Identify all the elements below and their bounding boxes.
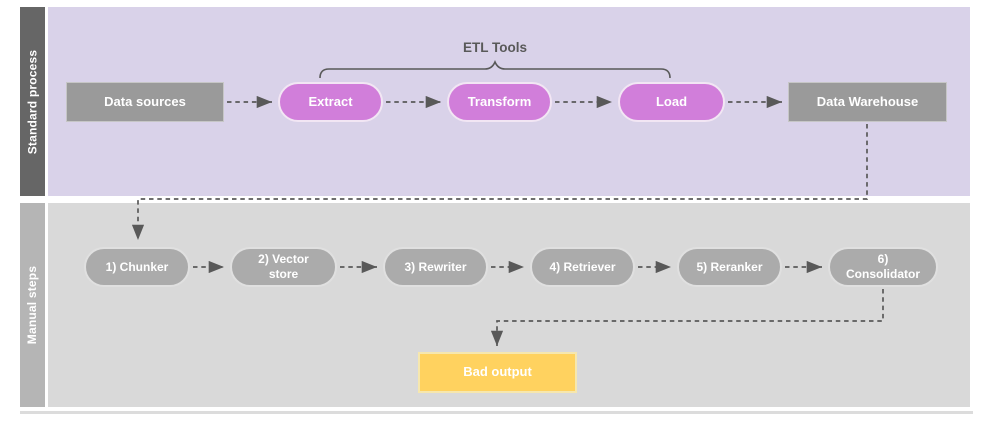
node-consolidator: 6) Consolidator <box>828 247 938 287</box>
node-extract: Extract <box>278 82 383 122</box>
lane-standard-process-bar: Standard process <box>20 7 45 196</box>
node-chunker-label: 1) Chunker <box>105 259 169 274</box>
diagram-bottom-divider <box>20 411 973 414</box>
node-bad-output-label: Bad output <box>463 364 532 380</box>
node-vector-store: 2) Vector store <box>230 247 337 287</box>
node-transform-label: Transform <box>467 93 532 109</box>
node-bad-output: Bad output <box>418 352 577 393</box>
node-reranker-label: 5) Reranker <box>696 259 763 274</box>
node-data-warehouse-label: Data Warehouse <box>816 93 919 109</box>
node-consolidator-label: 6) Consolidator <box>846 252 920 281</box>
lane-standard-process-label: Standard process <box>25 49 40 154</box>
node-rewriter: 3) Rewriter <box>383 247 488 287</box>
node-data-sources: Data sources <box>66 82 224 122</box>
node-extract-label: Extract <box>308 93 353 109</box>
node-load-label: Load <box>655 93 688 109</box>
node-rewriter-label: 3) Rewriter <box>404 259 467 274</box>
etl-tools-annotation: ETL Tools <box>463 40 527 55</box>
node-transform: Transform <box>447 82 552 122</box>
node-retriever: 4) Retriever <box>530 247 635 287</box>
node-retriever-label: 4) Retriever <box>549 259 616 274</box>
node-vector-store-label: 2) Vector store <box>258 252 309 281</box>
node-data-sources-label: Data sources <box>104 93 186 109</box>
node-chunker: 1) Chunker <box>84 247 190 287</box>
node-data-warehouse: Data Warehouse <box>788 82 947 122</box>
lane-manual-steps-bar: Manual steps <box>20 203 45 407</box>
lane-manual-steps-label: Manual steps <box>25 265 40 345</box>
node-reranker: 5) Reranker <box>677 247 782 287</box>
node-load: Load <box>618 82 725 122</box>
